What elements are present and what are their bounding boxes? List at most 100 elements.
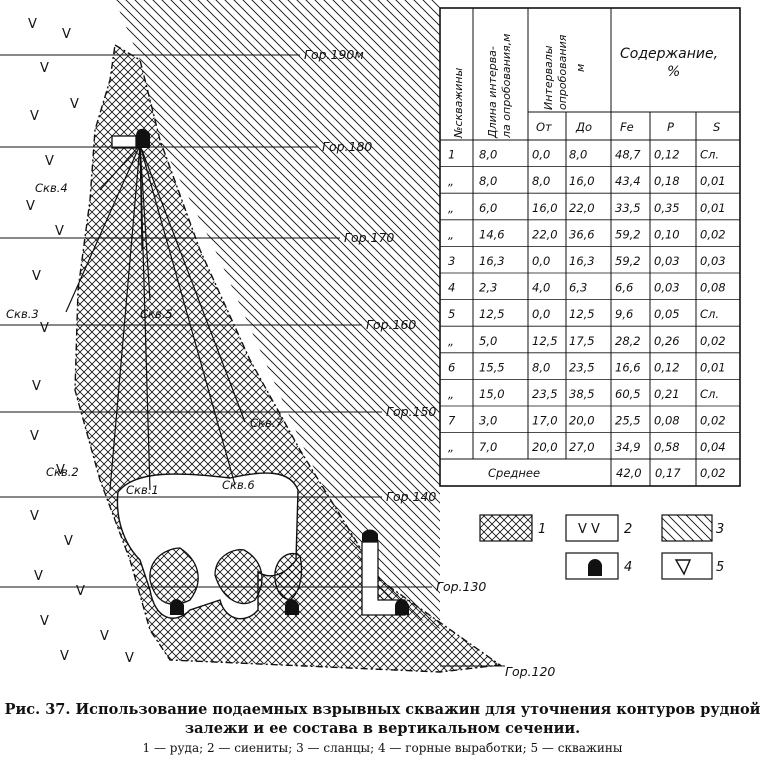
mine-pocket-b <box>214 549 263 605</box>
slate-zone <box>115 0 440 629</box>
svg-text:V: V <box>76 584 85 599</box>
legend-num-3: 3 <box>716 522 724 537</box>
table-cell: Сл. <box>700 307 719 321</box>
table-cell: 6,3 <box>569 281 587 295</box>
table-cell: 17,5 <box>569 334 595 348</box>
table-cell: 6,0 <box>479 201 497 215</box>
svg-text:V: V <box>28 17 37 32</box>
table-cell: „ <box>448 227 454 241</box>
table-cell: Сл. <box>700 148 719 162</box>
svg-text:V: V <box>70 97 79 112</box>
table-cell: „ <box>448 440 454 454</box>
level-label-140: Гор.140 <box>386 489 436 504</box>
svg-text:V: V <box>100 629 109 644</box>
borehole-label-7: Скв.7 <box>250 416 283 430</box>
table-cell: 3 <box>448 254 455 268</box>
svg-text:V: V <box>40 61 49 76</box>
table-cell: 0,12 <box>654 148 680 162</box>
table-cell: 48,7 <box>615 148 641 162</box>
drill-rig-a <box>170 599 184 615</box>
table-cell: 60,5 <box>615 387 641 401</box>
level-labels: Гор.190м Гор.180 Гор.170 Гор.160 Гор.150… <box>304 47 555 679</box>
table-cell: 12,5 <box>479 307 505 321</box>
table-cell: „ <box>448 201 454 215</box>
svg-text:V: V <box>60 649 69 664</box>
table-cell: 34,9 <box>615 440 641 454</box>
table-cell: 7,0 <box>479 440 497 454</box>
table-cell: 20,0 <box>532 440 558 454</box>
caption-legend: 1 — руда; 2 — сиениты; 3 — сланцы; 4 — г… <box>142 741 623 755</box>
table-cell: 22,0 <box>569 201 595 215</box>
legend-num-5: 5 <box>716 560 724 575</box>
table-cell: 0,01 <box>700 174 726 188</box>
legend-swatch-slate <box>661 514 713 542</box>
table-cell: 17,0 <box>532 414 558 428</box>
table-cell: 0,03 <box>700 254 726 268</box>
borehole-label-5: Скв.5 <box>140 307 173 321</box>
table-cell: „ <box>448 387 454 401</box>
header-intervals-1: Интервалы <box>542 45 555 110</box>
table-cell: 16,3 <box>569 254 595 268</box>
table-cell: 0,03 <box>654 254 680 268</box>
mine-pocket-c <box>274 552 303 601</box>
legend-num-4: 4 <box>624 560 632 575</box>
svg-text:V: V <box>62 27 71 42</box>
legend-num-1: 1 <box>538 522 546 537</box>
table-cell: 8,0 <box>532 360 550 374</box>
drill-rig-b <box>285 599 299 615</box>
svg-text:V: V <box>64 534 73 549</box>
table-cell: 38,5 <box>569 387 595 401</box>
mine-pocket-a <box>149 547 199 605</box>
header-to: До <box>575 120 592 134</box>
drill-rig-c <box>395 599 409 615</box>
borehole-labels: Скв.4 Скв.3 Скв.5 Скв.7 Скв.2 Скв.1 Скв.… <box>6 181 283 497</box>
table-cell: 9,6 <box>615 307 633 321</box>
table-cell: 43,4 <box>615 174 641 188</box>
table-cell: 28,2 <box>615 334 641 348</box>
level-label-160: Гор.160 <box>366 317 416 332</box>
legend-num-2: 2 <box>624 522 632 537</box>
svg-text:V: V <box>40 614 49 629</box>
table-cell: 0,18 <box>654 174 680 188</box>
table-cell: 23,5 <box>532 387 558 401</box>
header-intervals-3: м <box>574 64 587 72</box>
table-cell: 23,5 <box>569 360 595 374</box>
table-cell: 0,0 <box>532 148 550 162</box>
header-content-2: % <box>667 64 680 80</box>
header-intervals-2: опробования <box>556 34 569 110</box>
svg-text:V: V <box>56 463 65 478</box>
svg-text:V: V <box>26 199 35 214</box>
ore-deposit-section-diagram: VV VV VV VV VV VV VV VV VV VV V Гор.190м… <box>0 0 741 679</box>
table-cell: 15,0 <box>479 387 505 401</box>
average-fe: 42,0 <box>616 466 642 480</box>
table-cell: 16,6 <box>615 360 641 374</box>
table-cell: 0,21 <box>654 387 680 401</box>
legend-swatch-syenite <box>565 514 619 542</box>
drill-rig-d <box>362 529 378 542</box>
table-cell: 59,2 <box>615 227 641 241</box>
drill-rig-180 <box>136 128 150 148</box>
table-cell: 0,05 <box>654 307 680 321</box>
table-cell: 4,0 <box>532 281 550 295</box>
table-cell: 0,03 <box>654 281 680 295</box>
table-cell: Сл. <box>700 387 719 401</box>
table-cell: „ <box>448 334 454 348</box>
svg-text:V: V <box>30 509 39 524</box>
header-length-1: Длина интерва- <box>486 46 499 139</box>
header-from: От <box>536 120 552 134</box>
header-length-2: ла опробования,м <box>500 34 513 139</box>
table-cell: 22,0 <box>532 227 558 241</box>
table-cell: 15,5 <box>479 360 505 374</box>
legend-swatch-ore <box>479 514 533 542</box>
table-cell: 5,0 <box>479 334 497 348</box>
svg-text:V: V <box>55 224 64 239</box>
svg-text:V: V <box>30 109 39 124</box>
table-cell: 36,6 <box>569 227 595 241</box>
average-s: 0,02 <box>700 466 726 480</box>
svg-text:V: V <box>40 321 49 336</box>
level-label-190: Гор.190м <box>304 47 364 62</box>
table-cell: 8,0 <box>569 148 587 162</box>
syenite-marks: VV VV VV VV VV VV VV VV VV VV V <box>26 17 134 666</box>
svg-text:V: V <box>32 379 41 394</box>
